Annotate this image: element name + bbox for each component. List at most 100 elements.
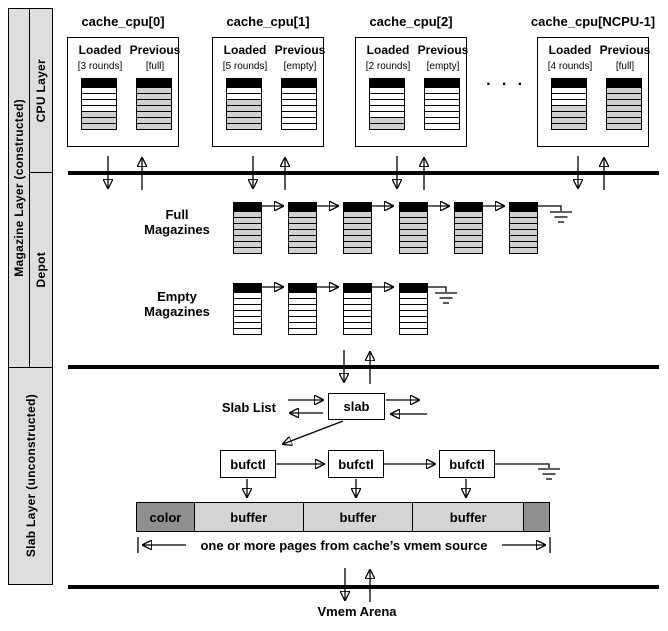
bufctl-node-1: bufctl [328, 450, 384, 478]
magazine-round [344, 304, 372, 310]
previous-note: [full] [145, 61, 165, 72]
magazine-round [425, 87, 459, 93]
magazine-round [227, 111, 261, 117]
magazine-round [282, 123, 316, 129]
magazine-cap [234, 203, 261, 211]
slab-layer-label: Slab Layer (unconstructed) [23, 394, 38, 558]
magazine-round [607, 93, 641, 99]
full-magazine [509, 202, 538, 254]
bufctl-to-buffer-arrows [247, 479, 466, 497]
magazine-cap [234, 284, 261, 292]
magazine-round [289, 328, 317, 334]
full-magazines-label: Full Magazines [144, 207, 210, 237]
magazine-round [425, 105, 459, 111]
cpu-cache-0: cache_cpu[0] Loaded Previous [3 rounds] … [67, 14, 180, 147]
magazine-round [344, 298, 372, 304]
buffer-segment: buffer [412, 503, 524, 531]
magazine-round [282, 117, 316, 123]
magazine-round [234, 211, 261, 217]
magazine-round [137, 87, 171, 93]
magazine-round [399, 310, 427, 316]
loaded-magazine [226, 78, 262, 130]
empty-magazine [398, 283, 428, 335]
magazine-round [227, 105, 261, 111]
magazine-round [137, 123, 171, 129]
magazine-round [399, 235, 427, 241]
magazine-round [82, 123, 116, 129]
magazine-round [510, 217, 537, 223]
magazine-round [370, 99, 404, 105]
magazine-round [510, 229, 537, 235]
cpu-cache-1: cache_cpu[1] Loaded Previous [5 rounds] … [212, 14, 325, 147]
magazine-round [370, 93, 404, 99]
previous-note: [empty] [283, 61, 317, 72]
magazine-round [399, 328, 427, 334]
magazine-round [552, 105, 586, 111]
magazine-round [607, 99, 641, 105]
magazine-round [399, 217, 427, 223]
loaded-label: Loaded [366, 43, 410, 57]
magazine-round [234, 316, 261, 322]
magazine-round [399, 229, 427, 235]
magazine-round [137, 117, 171, 123]
magazine-round [370, 117, 404, 123]
magazine-round [82, 105, 116, 111]
magazine-round [425, 117, 459, 123]
empty-magazine [233, 283, 262, 335]
sidebar-depot: Depot [28, 171, 53, 368]
magazine-round [607, 111, 641, 117]
magazine-round [425, 93, 459, 99]
magazine-round [399, 298, 427, 304]
magazine-round [227, 87, 261, 93]
magazine-round [289, 316, 317, 322]
pages-caption: one or more pages from cache’s vmem sour… [200, 538, 488, 553]
cpu-cache-box: Loaded Previous [4 rounds] [full] [537, 37, 650, 147]
magazine-cap [137, 79, 171, 87]
magazine-round [234, 310, 261, 316]
magazine-round [607, 105, 641, 111]
magazine-cap [227, 79, 261, 87]
magazine-round [607, 123, 641, 129]
vmem-arena-label: Vmem Arena [317, 604, 397, 619]
buffer-segment: buffer [302, 503, 413, 531]
loaded-label: Loaded [78, 43, 122, 57]
magazine-round [82, 117, 116, 123]
magazine-round [344, 328, 372, 334]
magazine-round [234, 328, 261, 334]
full-magazine [233, 202, 262, 254]
magazine-round [289, 223, 317, 229]
magazine-round [344, 322, 372, 328]
previous-note: [empty] [426, 61, 460, 72]
previous-magazine [606, 78, 642, 130]
magazine-round [425, 123, 459, 129]
full-magazines-row [233, 202, 543, 258]
magazine-round [344, 211, 372, 217]
magazine-round [234, 292, 261, 298]
magazine-round [454, 235, 482, 241]
magazine-cap [607, 79, 641, 87]
previous-magazine [424, 78, 460, 130]
magazine-round [234, 304, 261, 310]
magazine-round [289, 298, 317, 304]
magazine-cap [82, 79, 116, 87]
magazine-round [289, 304, 317, 310]
color-segment: color [137, 503, 194, 531]
magazine-round [289, 292, 317, 298]
magazine-round [82, 87, 116, 93]
previous-magazine [136, 78, 172, 130]
magazine-round [344, 316, 372, 322]
magazine-round [344, 229, 372, 235]
magazine-round [137, 111, 171, 117]
full-chain-ground-symbol [550, 211, 572, 223]
magazine-round [399, 322, 427, 328]
cpu-cache-title: cache_cpu[2] [369, 14, 453, 29]
magazine-round [454, 223, 482, 229]
loaded-label: Loaded [548, 43, 592, 57]
magazine-round [234, 235, 261, 241]
magazine-layer-label: Magazine Layer (constructed) [12, 99, 26, 277]
magazine-round [227, 93, 261, 99]
magazine-round [399, 292, 427, 298]
slab-pages-bar: color buffer buffer buffer [136, 502, 550, 532]
magazine-round [289, 229, 317, 235]
magazine-round [510, 241, 537, 247]
